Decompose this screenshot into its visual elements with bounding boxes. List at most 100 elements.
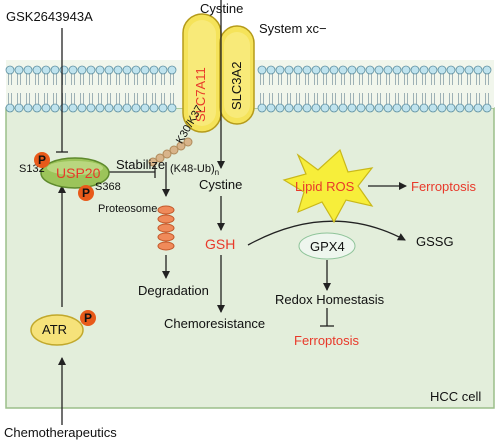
chemoresistance-label: Chemoresistance	[164, 316, 266, 331]
lipid-tail	[395, 93, 399, 104]
lipid-tail	[296, 93, 300, 104]
lipid-tail	[161, 93, 165, 104]
lipid-tail	[440, 93, 444, 104]
lipid-tail	[458, 93, 462, 104]
ferroptosis-bottom-label: Ferroptosis	[294, 333, 360, 348]
lipid-head	[320, 65, 330, 75]
lipid-head	[374, 65, 384, 75]
lipid-head	[401, 65, 411, 75]
lipid-tail	[8, 93, 12, 104]
lipid-tail	[404, 74, 408, 85]
lipid-head	[365, 65, 375, 75]
atr-shape	[30, 314, 84, 346]
cell-membrane	[5, 65, 492, 113]
lipid-tail	[323, 74, 327, 85]
lipid-head	[473, 103, 483, 113]
lipid-head	[41, 65, 51, 75]
lipid-tail	[269, 93, 273, 104]
lipid-head	[374, 103, 384, 113]
lipid-head	[401, 103, 411, 113]
lipid-head	[347, 103, 357, 113]
lipid-tail	[485, 93, 489, 104]
lipid-tail	[125, 93, 129, 104]
lipid-head	[293, 103, 303, 113]
lipid-head	[446, 103, 456, 113]
lipid-tail	[134, 74, 138, 85]
lipid-head	[113, 103, 123, 113]
lipid-head	[23, 65, 33, 75]
lipid-head	[437, 65, 447, 75]
lipid-head	[257, 103, 267, 113]
lipid-head	[473, 65, 483, 75]
lipid-head	[455, 65, 465, 75]
usp20-label: USP20	[56, 165, 101, 181]
lipid-tail	[431, 93, 435, 104]
lipid-head	[23, 103, 33, 113]
lipid-head	[68, 65, 78, 75]
lipid-tail	[35, 93, 39, 104]
lipid-head	[257, 65, 267, 75]
lipid-tail	[341, 74, 345, 85]
lipid-head	[482, 103, 492, 113]
cystine-extracellular-label: Cystine	[200, 1, 244, 16]
lipid-tail	[170, 74, 174, 85]
lipid-tail	[350, 74, 354, 85]
lipid-tail	[359, 93, 363, 104]
lipid-head	[50, 65, 60, 75]
lipid-head	[104, 65, 114, 75]
lipid-tail	[260, 93, 264, 104]
lipid-tail	[368, 74, 372, 85]
lipid-tail	[404, 93, 408, 104]
redox-homeostasis-label: Redox Homestasis	[275, 292, 385, 307]
gpx4-label: GPX4	[310, 239, 345, 254]
lipid-tail	[287, 74, 291, 85]
lipid-tail	[386, 93, 390, 104]
lipid-tail	[314, 93, 318, 104]
lipid-tail	[449, 93, 453, 104]
stabilize-label: Stabilize	[116, 157, 166, 172]
lipid-head	[77, 103, 87, 113]
lipid-head	[5, 65, 15, 75]
lipid-head	[167, 103, 177, 113]
lipid-head	[131, 65, 141, 75]
lipid-head	[464, 65, 474, 75]
lipid-tail	[377, 93, 381, 104]
lipid-tail	[89, 93, 93, 104]
lipid-tail	[476, 74, 480, 85]
lipid-tail	[44, 74, 48, 85]
gssg-label: GSSG	[416, 234, 454, 249]
lipid-head	[419, 103, 429, 113]
lipid-head	[68, 103, 78, 113]
lipid-head	[158, 103, 168, 113]
lipid-head	[464, 103, 474, 113]
lipid-head	[437, 103, 447, 113]
lipid-tail	[359, 74, 363, 85]
lipid-head	[95, 65, 105, 75]
atr-label: ATR	[42, 322, 68, 337]
lipid-head	[32, 65, 42, 75]
lipid-head	[284, 103, 294, 113]
lipid-tail	[53, 74, 57, 85]
lipid-tail	[350, 93, 354, 104]
lipid-tail	[278, 74, 282, 85]
lipid-tail	[368, 93, 372, 104]
lipid-tail	[71, 93, 75, 104]
lipid-tail	[134, 93, 138, 104]
lipid-head	[158, 65, 168, 75]
lipid-head	[122, 65, 132, 75]
lipid-tail	[422, 74, 426, 85]
lipid-tail	[98, 74, 102, 85]
system-xc-transporter	[182, 13, 255, 133]
lipid-head	[266, 103, 276, 113]
degradation-label: Degradation	[138, 283, 209, 298]
cell-body	[5, 107, 495, 409]
usp20-phospho-1-icon: P	[34, 152, 50, 168]
lipid-head	[14, 103, 24, 113]
lipid-tail	[476, 93, 480, 104]
lipid-tail	[8, 74, 12, 85]
lipid-head	[338, 65, 348, 75]
lipid-tail	[35, 74, 39, 85]
proteosome-label: Proteosome	[98, 203, 158, 215]
lipid-head	[275, 65, 285, 75]
